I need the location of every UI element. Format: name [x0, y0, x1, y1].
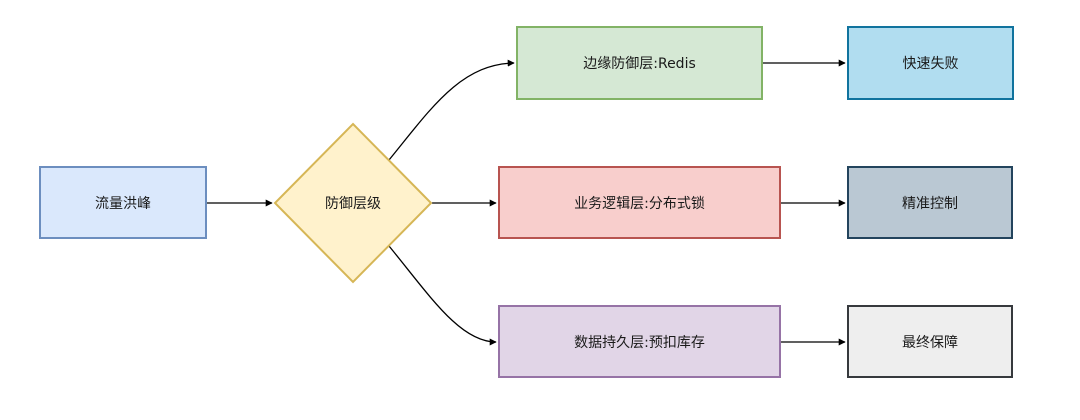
node-precise-control[interactable]: 精准控制 — [847, 166, 1013, 239]
edge-defense-to-data — [388, 245, 497, 346]
node-label: 精准控制 — [902, 195, 958, 212]
node-label: 最终保障 — [902, 334, 958, 351]
node-traffic-flood[interactable]: 流量洪峰 — [39, 166, 207, 239]
node-label: 流量洪峰 — [95, 195, 151, 212]
node-business-logic-lock[interactable]: 业务逻辑层:分布式锁 — [498, 166, 781, 239]
node-label: 数据持久层:预扣库存 — [574, 334, 705, 351]
node-edge-defense-redis[interactable]: 边缘防御层:Redis — [516, 26, 763, 100]
node-fast-fail[interactable]: 快速失败 — [847, 26, 1014, 100]
node-label: 快速失败 — [902, 56, 959, 72]
decision-label-defense: 防御层级 — [325, 196, 381, 212]
decision-diamond-defense[interactable] — [273, 122, 433, 284]
edge-defense-to-edge — [388, 59, 515, 161]
node-data-persistence-stock[interactable]: 数据持久层:预扣库存 — [498, 305, 781, 378]
node-label: 边缘防御层:Redis — [583, 56, 696, 72]
node-label: 业务逻辑层:分布式锁 — [574, 195, 705, 212]
node-final-guarantee[interactable]: 最终保障 — [847, 305, 1013, 378]
